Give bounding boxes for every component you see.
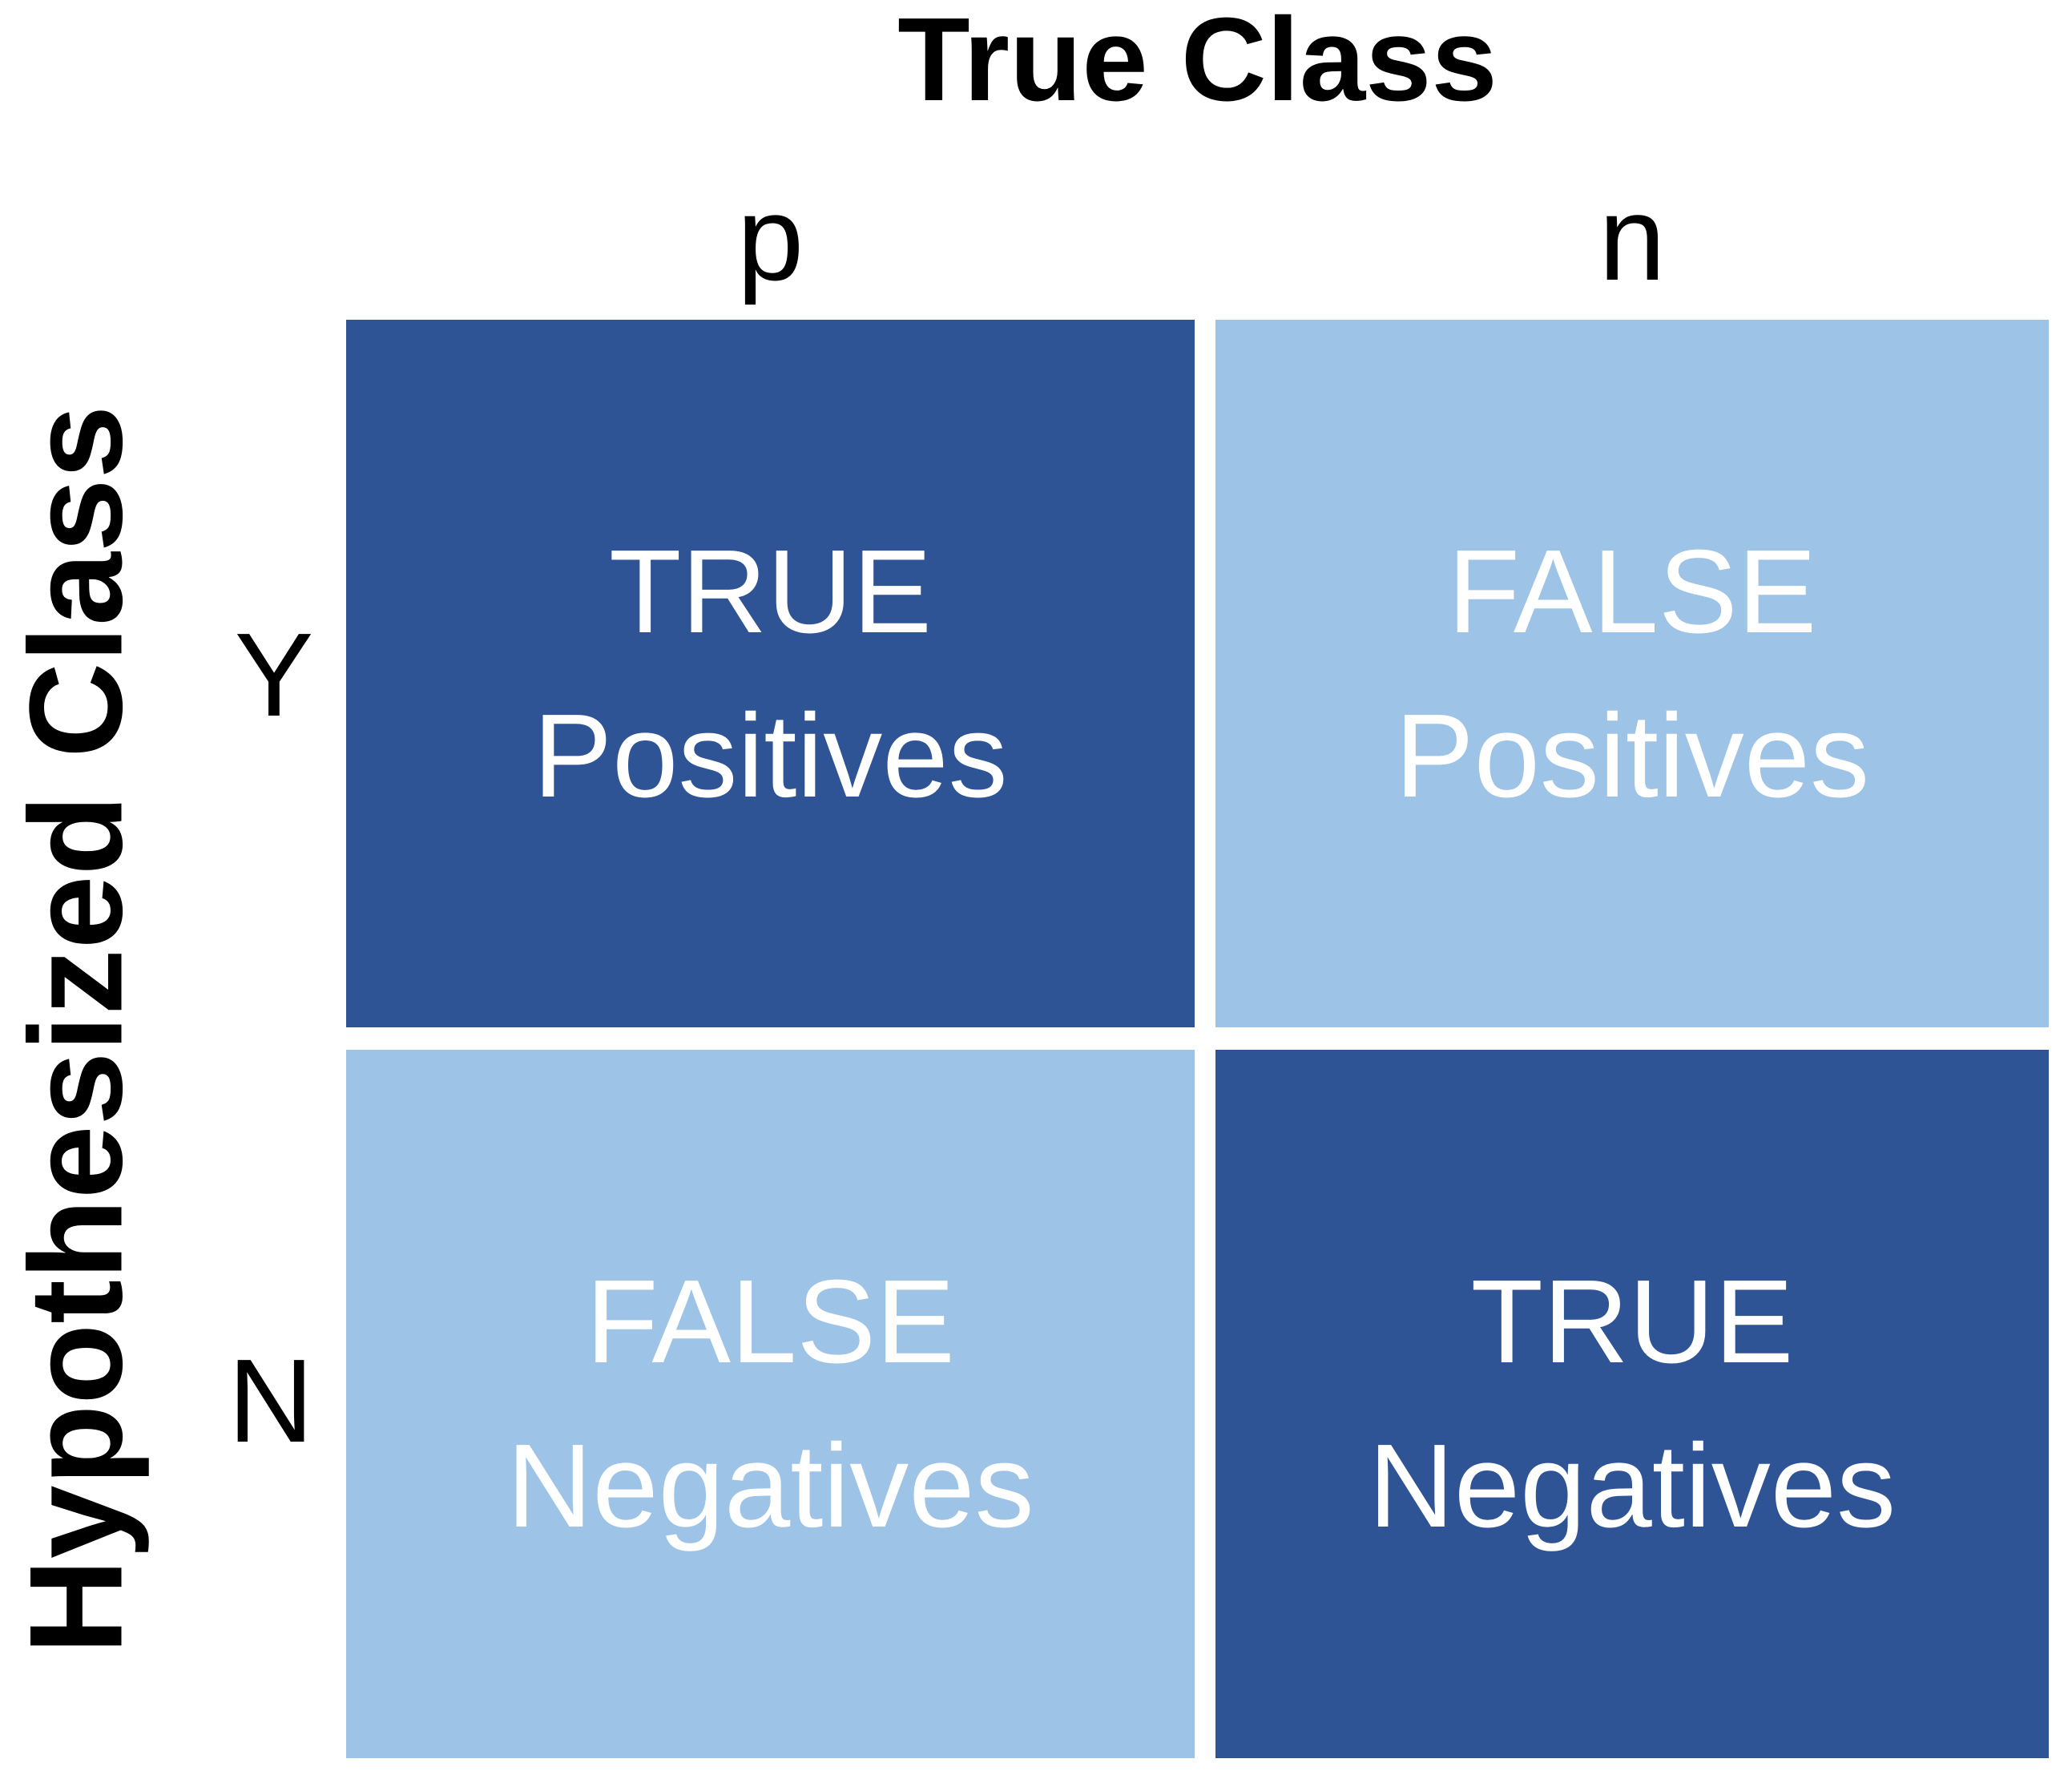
cell-true-positives: TRUE Positives bbox=[346, 320, 1195, 1027]
cell-true-negatives-line2: Negatives bbox=[1368, 1420, 1897, 1552]
hypothesized-class-label: Hypothesized Class bbox=[2, 405, 150, 1655]
true-class-title: True Class bbox=[897, 0, 1498, 126]
column-label-p: p bbox=[736, 171, 804, 305]
cell-true-negatives: TRUE Negatives bbox=[1215, 1050, 2049, 1758]
cell-false-negatives-line2: Negatives bbox=[506, 1420, 1034, 1552]
cell-false-positives-line2: Positives bbox=[1394, 689, 1870, 822]
cell-false-positives-line1: FALSE bbox=[1447, 525, 1817, 658]
row-label-y: Y bbox=[234, 609, 314, 741]
cell-false-negatives: FALSE Negatives bbox=[346, 1050, 1195, 1758]
cell-false-positives: FALSE Positives bbox=[1215, 320, 2049, 1027]
cell-true-positives-line1: TRUE bbox=[609, 525, 932, 658]
row-label-n: N bbox=[228, 1335, 314, 1467]
column-label-n: n bbox=[1598, 171, 1666, 305]
cell-false-negatives-line1: FALSE bbox=[586, 1256, 955, 1388]
cell-true-negatives-line1: TRUE bbox=[1470, 1256, 1794, 1388]
cell-true-positives-line2: Positives bbox=[533, 689, 1008, 822]
